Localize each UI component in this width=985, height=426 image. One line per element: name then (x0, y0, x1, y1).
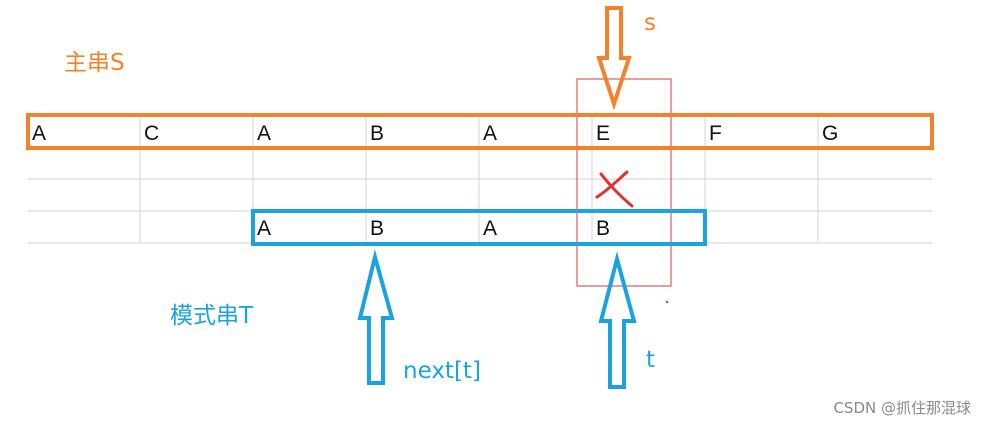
next-pointer-label: next[t] (403, 358, 481, 384)
pattern-cell-2: A (483, 217, 498, 240)
main-cell-4: A (483, 122, 498, 145)
s-pointer-arrow (596, 6, 632, 111)
comparison-column-box (576, 78, 672, 287)
pattern-string-label: 模式串T (170, 303, 254, 329)
pattern-cell-1: B (370, 217, 385, 240)
pattern-cell-3: B (596, 217, 611, 240)
t-pointer-arrow (598, 251, 637, 389)
main-cell-2: A (257, 122, 272, 145)
t-pointer-label: t (646, 347, 656, 373)
main-cell-6: F (709, 122, 722, 145)
main-cell-3: B (370, 122, 385, 145)
main-cell-1: C (144, 122, 160, 145)
dot-mark (665, 300, 669, 304)
main-cell-5: E (596, 122, 611, 145)
watermark: CSDN @抓住那混球 (833, 399, 971, 417)
next-pointer-arrow (357, 249, 395, 385)
main-cell-7: G (822, 122, 839, 145)
pattern-cell-0: A (257, 217, 272, 240)
main-cell-0: A (32, 122, 47, 145)
pattern-string-box (251, 209, 707, 246)
main-string-label: 主串S (64, 50, 125, 76)
main-string-box (26, 113, 934, 150)
mismatch-x-icon (595, 170, 634, 208)
grid (28, 117, 932, 244)
s-pointer-label: s (644, 10, 656, 36)
